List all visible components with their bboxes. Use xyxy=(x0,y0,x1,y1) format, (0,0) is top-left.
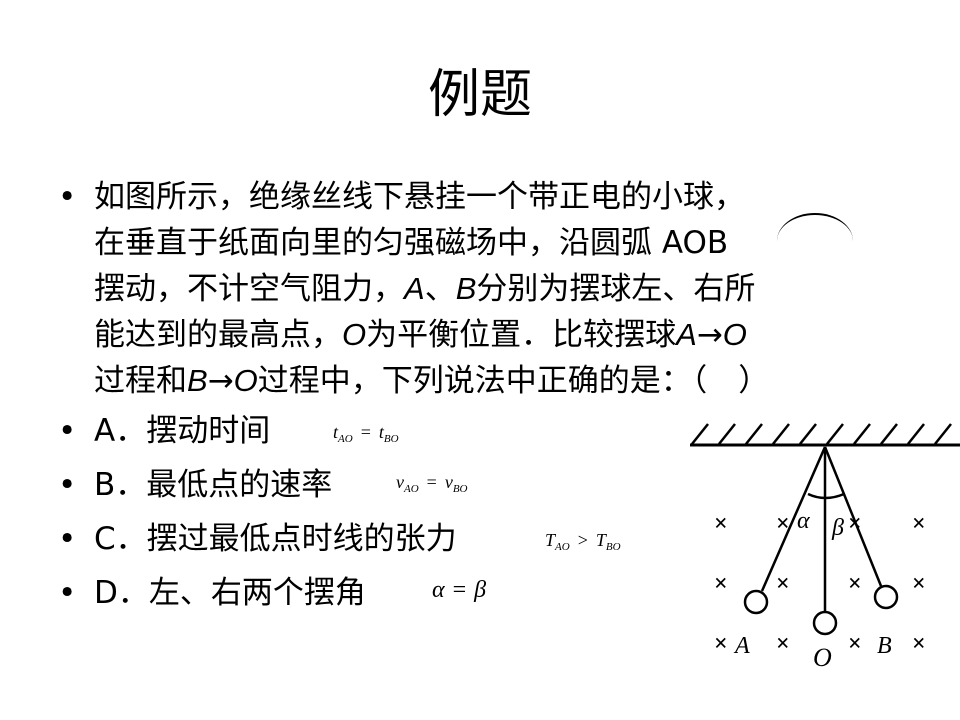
cross-mark: × xyxy=(776,511,790,537)
formula-op: = xyxy=(452,577,467,603)
question-line-1: 如图所示，绝缘丝线下悬挂一个带正电的小球， xyxy=(94,179,745,215)
alpha-label: α xyxy=(797,508,810,534)
q5-arrow: → xyxy=(207,363,234,399)
q3-sep: 、 xyxy=(424,271,456,307)
formula-rsub: BO xyxy=(605,541,621,553)
formula-rhs: t xyxy=(378,422,384,442)
point-o-label: O xyxy=(813,643,832,672)
bullet-dot: • xyxy=(58,179,77,215)
formula-lsub: AO xyxy=(338,433,353,445)
option-c-formula: TAO>TBO xyxy=(545,530,621,553)
q4-point-o2: O xyxy=(722,317,747,352)
balls xyxy=(743,584,899,636)
bullet-dot: • xyxy=(58,575,77,611)
left-string xyxy=(760,446,827,592)
cross-mark: × xyxy=(912,511,926,537)
beta-label: β xyxy=(831,515,844,541)
cross-mark: × xyxy=(714,511,728,537)
cross-mark: × xyxy=(714,571,728,597)
right-string xyxy=(823,446,883,587)
option-d-label: D．左、右两个摆角 xyxy=(94,575,366,611)
formula-rsub: BO xyxy=(452,483,468,495)
bullet-dot: • xyxy=(58,467,77,503)
ceiling-hatch xyxy=(691,423,952,445)
cross-mark: × xyxy=(776,571,790,597)
option-c-label: C．摆过最低点时线的张力 xyxy=(94,521,457,557)
option-b-formula: vAO=vBO xyxy=(396,472,468,495)
q4-point-a: A xyxy=(676,317,697,352)
formula-lhs: T xyxy=(545,530,556,550)
diagram-labels: α β A O B xyxy=(733,508,892,672)
cross-mark: × xyxy=(848,571,862,597)
cross-mark: × xyxy=(714,631,728,657)
formula-lsub: AO xyxy=(404,483,419,495)
q3-text-a: 摆动，不计空气阻力， xyxy=(94,271,404,307)
ball-o xyxy=(812,610,838,636)
cross-mark: × xyxy=(848,511,862,537)
option-d-formula: α = β xyxy=(432,577,486,604)
point-b-label: B xyxy=(877,633,892,659)
question-line-5: 过程和B→O过程中，下列说法中正确的是：（ ） xyxy=(94,358,769,404)
q4-arrow: → xyxy=(696,317,723,353)
point-a-label: A xyxy=(733,633,750,659)
formula-op: = xyxy=(360,422,371,442)
q4-text-b: 为平衡位置．比较摆球 xyxy=(366,317,677,353)
cross-mark: × xyxy=(912,571,926,597)
formula-rhs: v xyxy=(444,472,453,492)
formula-rsub: BO xyxy=(383,433,399,445)
q3-point-b: B xyxy=(455,271,477,306)
q3-point-a: A xyxy=(404,271,425,306)
formula-op: = xyxy=(426,472,437,492)
question-line-3: 摆动，不计空气阻力，A、B分别为摆球左、右所 xyxy=(94,266,755,312)
option-a-formula: tAO=tBO xyxy=(333,422,399,445)
cross-mark: × xyxy=(848,631,862,657)
formula-lsub: AO xyxy=(555,541,570,553)
formula-rhs: T xyxy=(595,530,606,550)
question-line-2: 在垂直于纸面向里的匀强磁场中，沿圆弧 AOB xyxy=(94,225,729,261)
bullet-dot: • xyxy=(58,521,77,557)
q5-point-o: O xyxy=(233,363,258,398)
cross-mark: × xyxy=(912,631,926,657)
formula-op: > xyxy=(577,530,588,550)
arc-aob-mark xyxy=(777,213,853,241)
q3-text-b: 分别为摆球左、右所 xyxy=(476,271,756,307)
ball-a xyxy=(743,589,769,615)
formula-lhs: t xyxy=(333,422,339,442)
q5-text-b: 过程中，下列说法中正确的是：（ ） xyxy=(257,363,770,399)
q5-text-a: 过程和 xyxy=(94,363,187,399)
q5-point-b: B xyxy=(187,363,208,398)
formula-lhs: α xyxy=(432,577,445,603)
magnetic-field-crosses: × × × × × × × × × × × × xyxy=(714,511,926,657)
question-line-4: 能达到的最高点，O为平衡位置．比较摆球A→O xyxy=(94,312,747,358)
q4-point-o: O xyxy=(342,317,367,352)
formula-rhs: β xyxy=(474,577,487,603)
cross-mark: × xyxy=(776,631,790,657)
slide-title: 例题 xyxy=(427,65,532,125)
option-b-label: B．最低点的速率 xyxy=(94,467,333,503)
q4-text-a: 能达到的最高点， xyxy=(94,317,342,353)
option-a-label: A．摆动时间 xyxy=(94,413,271,449)
ceiling xyxy=(690,423,960,447)
bullet-dot: • xyxy=(58,413,77,449)
formula-lhs: v xyxy=(396,472,404,492)
angle-arc xyxy=(807,492,845,500)
ball-b xyxy=(873,584,899,610)
strings xyxy=(760,446,883,612)
